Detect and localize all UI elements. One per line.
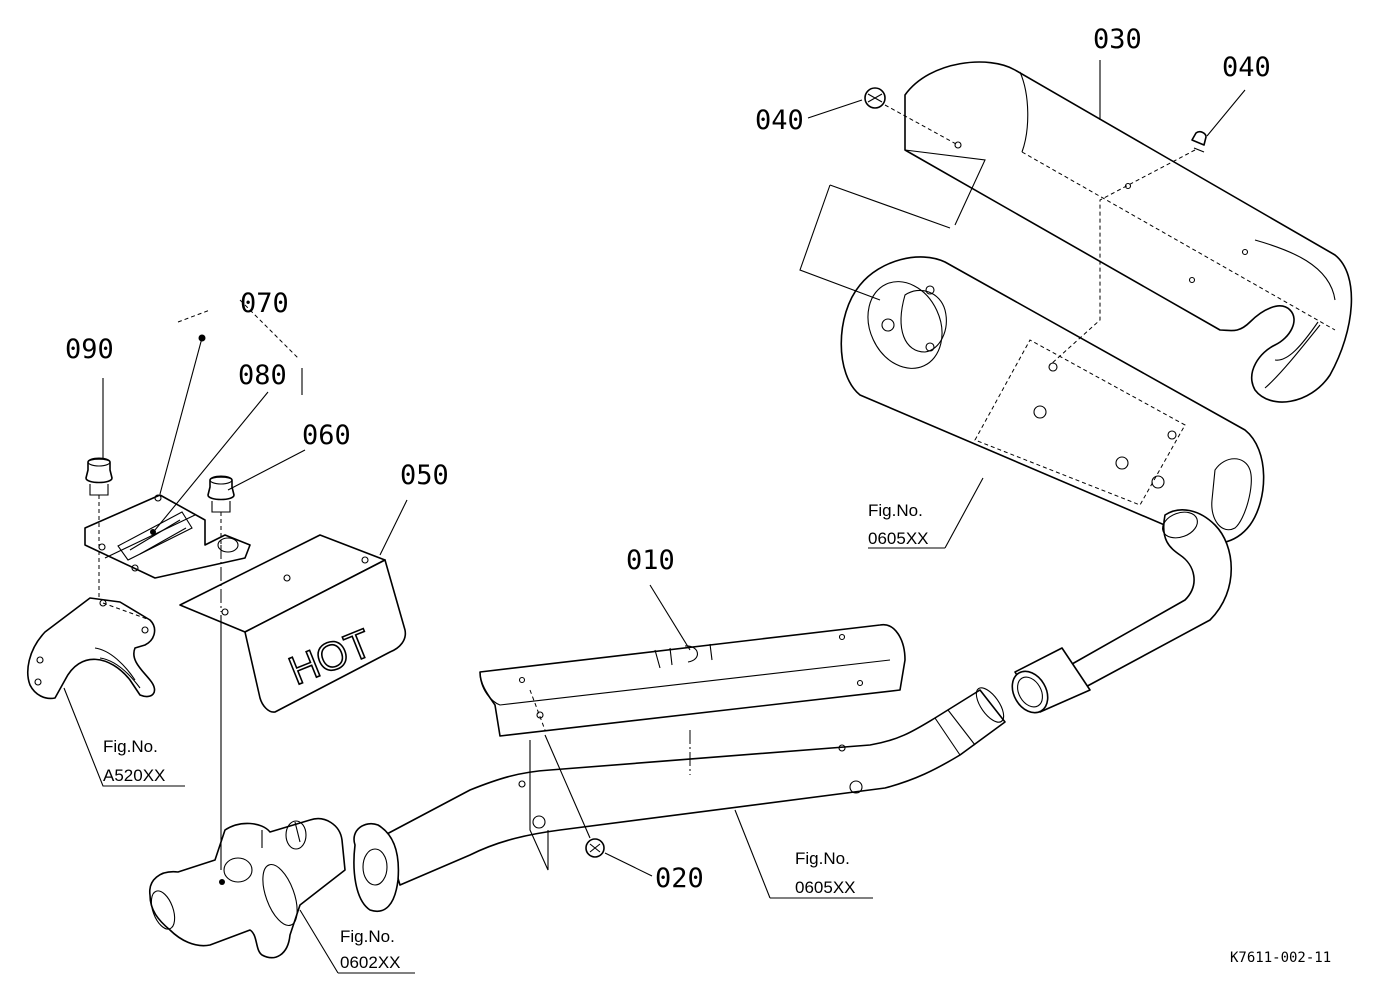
leader-lines: [63, 60, 1246, 974]
figref-0602-code: 0602XX: [340, 953, 401, 972]
heat-shield-050[interactable]: HOT: [179, 534, 407, 713]
muffler-cover-030[interactable]: [904, 61, 1353, 403]
figref-a520-code: A520XX: [103, 766, 165, 785]
figref-0605-muffler-code: 0605XX: [868, 529, 929, 548]
exhaust-pipe: [353, 687, 1006, 912]
label-060: 060: [302, 420, 351, 451]
stay-plate-070[interactable]: [84, 494, 251, 579]
label-080: 080: [238, 360, 287, 391]
figref-0605-muffler-label: Fig.No.: [868, 501, 923, 520]
muffler-body: [840, 256, 1265, 714]
figref-0605-pipe-code: 0605XX: [795, 878, 856, 897]
exhaust-manifold: [149, 818, 346, 959]
screw-040-right[interactable]: [1191, 130, 1207, 153]
figure-references: Fig.No. A520XX Fig.No. 0605XX Fig.No. 06…: [103, 501, 929, 972]
drawing-code: K7611-002-11: [1230, 950, 1331, 966]
figref-a520-label: Fig.No.: [103, 737, 158, 756]
label-050: 050: [400, 460, 449, 491]
mount-bracket: [27, 597, 156, 700]
pipe-cover-010[interactable]: [479, 624, 906, 775]
bolt-060[interactable]: [207, 475, 235, 513]
label-070: 070: [240, 288, 289, 319]
label-020: 020: [655, 863, 704, 894]
label-010: 010: [626, 545, 675, 576]
figref-0602-label: Fig.No.: [340, 927, 395, 946]
label-030: 030: [1093, 24, 1142, 55]
label-040-right: 040: [1222, 52, 1271, 83]
label-040-left: 040: [755, 105, 804, 136]
screw-020[interactable]: [529, 734, 605, 871]
figref-0605-pipe-label: Fig.No.: [795, 849, 850, 868]
bolt-090[interactable]: [85, 457, 113, 496]
assembly-lines: [98, 104, 1196, 870]
label-090: 090: [65, 334, 114, 365]
screw-040-left[interactable]: [864, 87, 886, 109]
part-number-labels: 030 040 040 070 090 080 060 050 010 020: [65, 24, 1271, 894]
